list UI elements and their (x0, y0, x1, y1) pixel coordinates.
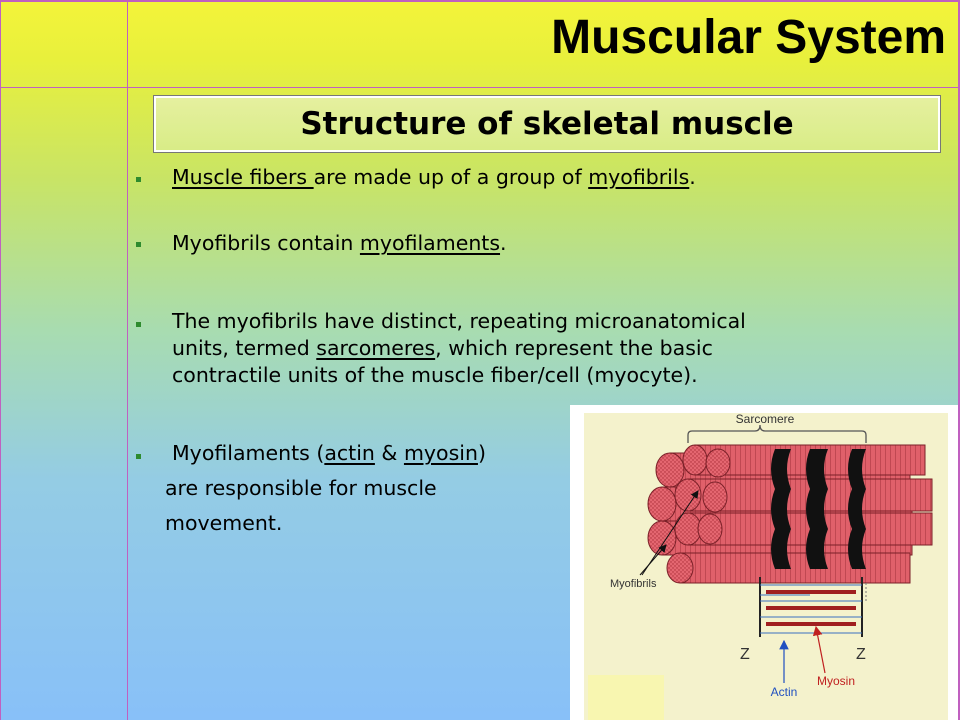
sarcomere-diagram: Sarcomere (588, 412, 933, 720)
bullet-1-part: . (689, 165, 696, 189)
bullet-3-part: , which represent the basic (435, 336, 713, 360)
bullet-4-line-2: are responsible for muscle (165, 475, 437, 502)
bullet-4-line-1: Myofilaments (actin & myosin) (172, 440, 486, 467)
bullet-3: The myofibrils have distinct, repeating … (172, 308, 746, 389)
bullet-4-part: ) (477, 441, 486, 465)
myofibril-arrow (641, 490, 699, 576)
myosin-arrow (812, 625, 826, 674)
myosin-label: Myosin (817, 674, 855, 688)
bullet-3-line: The myofibrils have distinct, repeating … (172, 308, 746, 335)
z-line-right-label: Z (856, 646, 866, 663)
bullet-2-part: Myofibrils contain (172, 231, 360, 255)
header-horizontal-line (0, 87, 960, 88)
subtitle-box: Structure of skeletal muscle (153, 95, 941, 153)
myofibril-arrow (639, 544, 667, 576)
bullet-3-part: contractile units of the muscle fiber/ce… (172, 363, 698, 387)
bullet-3-part: units, termed (172, 336, 317, 360)
bullet-4-line-3: movement. (165, 510, 282, 537)
bullet-4-part: movement. (165, 511, 283, 535)
margin-vertical-line (127, 0, 128, 720)
bullet-marker-3 (136, 322, 141, 327)
bullet-marker-1 (136, 177, 141, 182)
myofibril-bundle (647, 444, 933, 584)
bullet-3-line: units, termed sarcomeres, which represen… (172, 335, 746, 362)
bullet-2-part: . (500, 231, 507, 255)
sarcomere-label: Sarcomere (736, 412, 795, 426)
bullet-4-part: myosin (403, 441, 478, 465)
bullet-4-part: Myofilaments ( (172, 441, 325, 465)
bullet-4-part: & (374, 441, 404, 465)
bullet-1-part: Muscle fibers (172, 165, 314, 189)
filament-schematic (759, 577, 863, 637)
bullet-1-part: are made up of a group of (313, 165, 589, 189)
bullet-1: Muscle fibers are made up of a group of … (172, 164, 696, 191)
bullet-3-part: sarcomeres (316, 336, 436, 360)
frame-top (0, 0, 960, 2)
bullet-3-line: contractile units of the muscle fiber/ce… (172, 362, 746, 389)
bullet-4-part: actin (324, 441, 375, 465)
bullet-2: Myofibrils contain myofilaments. (172, 230, 507, 257)
bullet-1-part: myofibrils (588, 165, 690, 189)
slide-title: Muscular System (551, 11, 946, 64)
frame-right (958, 0, 960, 720)
sarcomere-bracket (687, 424, 867, 443)
frame-left (0, 0, 1, 720)
bullet-marker-2 (136, 242, 141, 247)
figure-corner-box (588, 675, 664, 720)
bullet-2-part: myofilaments (359, 231, 501, 255)
slide-subtitle: Structure of skeletal muscle (300, 106, 794, 142)
actin-label: Actin (771, 685, 798, 699)
z-line-left-label: Z (740, 646, 750, 663)
dark-bands (771, 449, 866, 569)
bullet-4-part: are responsible for muscle (165, 476, 437, 500)
bullet-3-part: The myofibrils have distinct, repeating … (172, 309, 746, 333)
sarcomere-figure: Sarcomere (570, 405, 958, 720)
myofibrils-label: Myofibrils (610, 578, 657, 590)
bullet-marker-4 (136, 454, 141, 459)
